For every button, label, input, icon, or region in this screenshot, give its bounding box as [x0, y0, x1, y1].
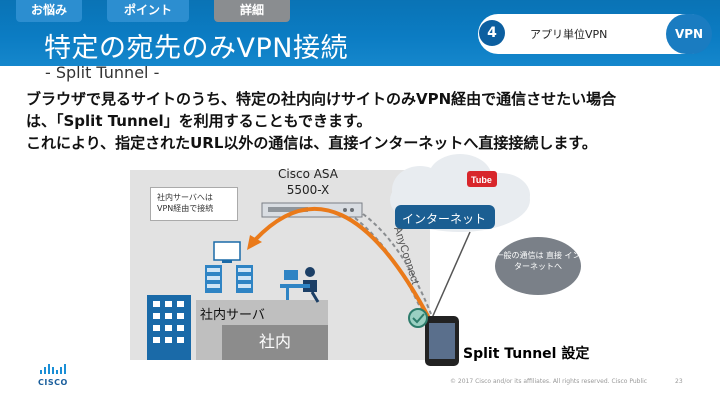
cloud-brand: Tube	[471, 175, 492, 185]
vpn-callout: 社内サーバへは VPN経由で接続	[150, 187, 238, 221]
tab-detail[interactable]: 詳細	[214, 0, 290, 22]
internet-label: インターネット	[402, 212, 487, 226]
page-number: 23	[675, 378, 683, 385]
user-at-desk-icon	[280, 267, 320, 303]
page-title: 特定の宛先のみVPN接続	[44, 33, 348, 64]
vpn-badge: VPN	[666, 14, 712, 54]
cloud-icon: Tube	[390, 154, 530, 232]
corporate-label: 社内	[222, 325, 328, 360]
description-line: は、「Split Tunnel」を利用することもできます。	[26, 112, 372, 130]
smartphone-icon	[408, 308, 459, 366]
footer: © 2017 Cisco and/or its affiliates. All …	[450, 378, 683, 385]
split-tunnel-arrow	[247, 206, 432, 321]
description-line: ブラウザで見るサイトのうち、特定の社内向けサイトのみVPN経由で通信させたい場合	[26, 90, 617, 108]
direct-internet-bubble: 一般の通信は 直接 インターネットへ	[495, 237, 581, 295]
cisco-logo-text: CISCO	[38, 378, 68, 387]
copyright: © 2017 Cisco and/or its affiliates. All …	[450, 378, 648, 385]
description: ブラウザで見るサイトのうち、特定の社内向けサイトのみVPN経由で通信させたい場合…	[26, 88, 706, 154]
feature-label: アプリ単位VPN	[530, 28, 608, 41]
tab-point[interactable]: ポイント	[107, 0, 189, 22]
step-number-badge: 4	[479, 20, 505, 46]
subtitle: - Split Tunnel -	[45, 63, 160, 82]
building-icon	[147, 295, 191, 360]
server-icon	[205, 265, 222, 293]
cisco-logo-icon	[40, 364, 66, 374]
server-icon	[236, 265, 253, 293]
split-tunnel-label: Split Tunnel 設定	[463, 346, 590, 362]
monitor-icon	[213, 241, 241, 263]
description-line: これにより、指定されたURL以外の通信は、直接インターネットへ直接接続します。	[26, 134, 597, 152]
corp-server-label: 社内サーバ	[200, 308, 265, 323]
asa-label: Cisco ASA 5500-X	[278, 167, 338, 197]
tab-onayami[interactable]: お悩み	[16, 0, 82, 22]
internet-link	[431, 231, 471, 319]
vpn-tunnel	[354, 213, 432, 319]
